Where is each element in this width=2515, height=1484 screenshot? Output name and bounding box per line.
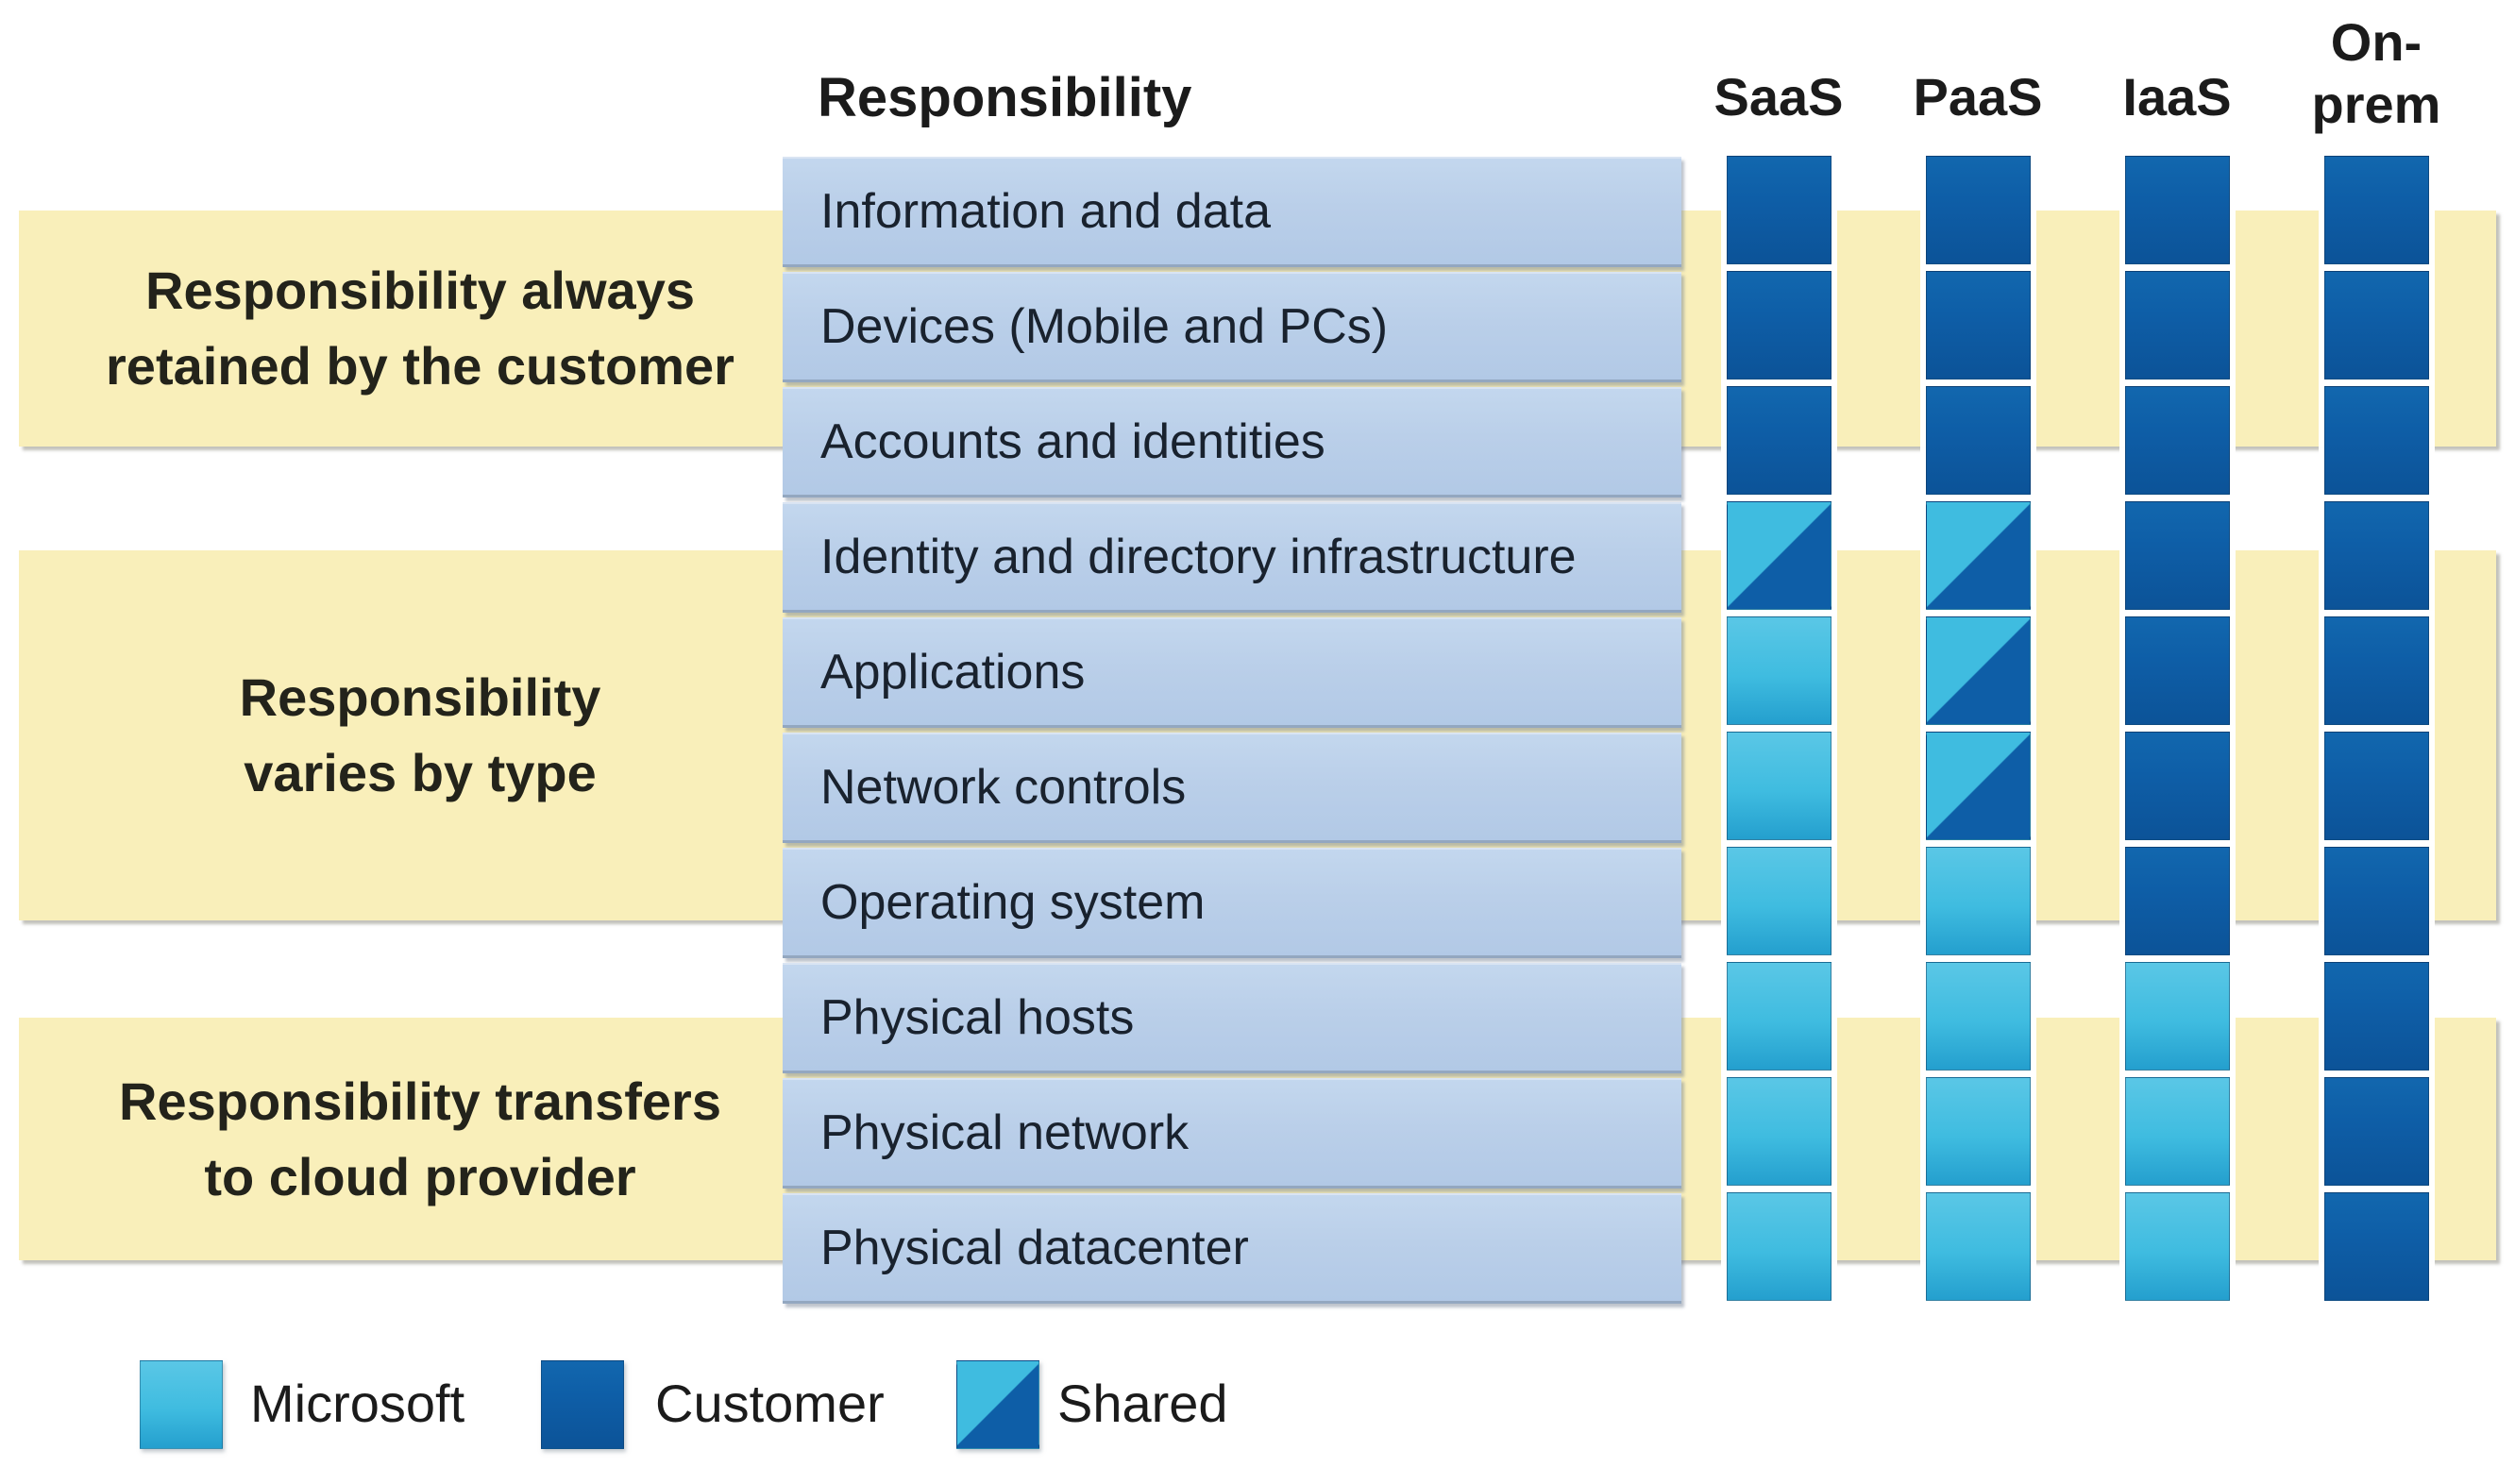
cell-paas-microsoft-row-10 (1926, 1192, 2031, 1301)
cell-onprem-customer-row-10 (2324, 1192, 2429, 1301)
cell-paas-customer-row-3 (1926, 386, 2031, 495)
responsibility-row-label: Accounts and identities (820, 414, 1325, 469)
cell-onprem-customer-row-2 (2324, 271, 2429, 379)
cell-paas-microsoft-row-7 (1926, 847, 2031, 955)
column-header-paas: PaaS (1913, 67, 2043, 126)
responsibility-row-label: Devices (Mobile and PCs) (820, 299, 1389, 354)
legend-swatch-customer (541, 1360, 624, 1449)
responsibility-row-label: Physical datacenter (820, 1221, 1249, 1275)
responsibility-row: Information and data (783, 157, 1681, 267)
cell-onprem-customer-row-4 (2324, 501, 2429, 610)
cell-iaas-customer-row-2 (2125, 271, 2230, 379)
cell-saas-customer-row-1 (1727, 156, 1831, 264)
legend-swatch-microsoft (140, 1360, 223, 1449)
column-header-onprem: On-prem (2311, 12, 2441, 135)
cell-iaas-microsoft-row-10 (2125, 1192, 2230, 1301)
cell-saas-shared-row-4 (1727, 501, 1831, 610)
cell-paas-shared-row-4 (1926, 501, 2031, 610)
cell-onprem-customer-row-7 (2324, 847, 2429, 955)
responsibility-row: Operating system (783, 848, 1681, 958)
legend-label-shared: Shared (1057, 1374, 1228, 1433)
cell-iaas-customer-row-4 (2125, 501, 2230, 610)
group-label-varies: Responsibility varies by type (239, 667, 601, 802)
group-label-retained: Responsibility always retained by the cu… (106, 261, 734, 396)
cell-saas-microsoft-row-5 (1727, 616, 1831, 725)
cell-onprem-customer-row-9 (2324, 1077, 2429, 1186)
cell-paas-customer-row-1 (1926, 156, 2031, 264)
cell-saas-customer-row-2 (1727, 271, 1831, 379)
responsibility-row: Applications (783, 617, 1681, 728)
responsibility-row: Physical network (783, 1078, 1681, 1189)
cell-paas-shared-row-5 (1926, 616, 2031, 725)
cell-onprem-customer-row-5 (2324, 616, 2429, 725)
cell-saas-microsoft-row-7 (1727, 847, 1831, 955)
cell-iaas-customer-row-1 (2125, 156, 2230, 264)
cell-iaas-customer-row-3 (2125, 386, 2230, 495)
cell-onprem-customer-row-8 (2324, 962, 2429, 1071)
responsibility-row: Physical hosts (783, 963, 1681, 1073)
cell-iaas-customer-row-6 (2125, 732, 2230, 840)
cell-onprem-customer-row-3 (2324, 386, 2429, 495)
responsibility-row: Accounts and identities (783, 387, 1681, 497)
responsibility-row: Identity and directory infrastructure (783, 502, 1681, 613)
cell-saas-microsoft-row-10 (1727, 1192, 1831, 1301)
cell-saas-microsoft-row-8 (1727, 962, 1831, 1071)
responsibility-row-label: Operating system (820, 875, 1206, 930)
legend-label-microsoft: Microsoft (250, 1374, 465, 1433)
cell-onprem-customer-row-1 (2324, 156, 2429, 264)
column-header-saas: SaaS (1713, 67, 1844, 126)
cell-paas-microsoft-row-8 (1926, 962, 2031, 1071)
column-header-iaas: IaaS (2122, 67, 2232, 126)
cell-onprem-customer-row-6 (2324, 732, 2429, 840)
responsibility-row-label: Identity and directory infrastructure (820, 530, 1577, 584)
responsibility-row-label: Physical hosts (820, 990, 1135, 1045)
legend-swatch-shared (956, 1360, 1039, 1449)
responsibility-row: Physical datacenter (783, 1193, 1681, 1304)
cell-saas-microsoft-row-9 (1727, 1077, 1831, 1186)
responsibility-row-label: Network controls (820, 760, 1187, 815)
cell-iaas-microsoft-row-8 (2125, 962, 2230, 1071)
cell-paas-customer-row-2 (1926, 271, 2031, 379)
responsibility-row-label: Applications (820, 645, 1086, 700)
cell-paas-shared-row-6 (1926, 732, 2031, 840)
responsibility-row: Devices (Mobile and PCs) (783, 272, 1681, 382)
cell-saas-microsoft-row-6 (1727, 732, 1831, 840)
group-label-transfers: Responsibility transfers to cloud provid… (119, 1071, 721, 1206)
legend-label-customer: Customer (655, 1374, 885, 1433)
responsibility-row: Network controls (783, 733, 1681, 843)
cell-iaas-customer-row-5 (2125, 616, 2230, 725)
cell-iaas-microsoft-row-9 (2125, 1077, 2230, 1186)
responsibility-row-label: Physical network (820, 1105, 1190, 1160)
cell-paas-microsoft-row-9 (1926, 1077, 2031, 1186)
cell-saas-customer-row-3 (1727, 386, 1831, 495)
cell-iaas-customer-row-7 (2125, 847, 2230, 955)
responsibility-row-label: Information and data (820, 184, 1271, 239)
responsibility-column-title: Responsibility (818, 67, 1192, 128)
